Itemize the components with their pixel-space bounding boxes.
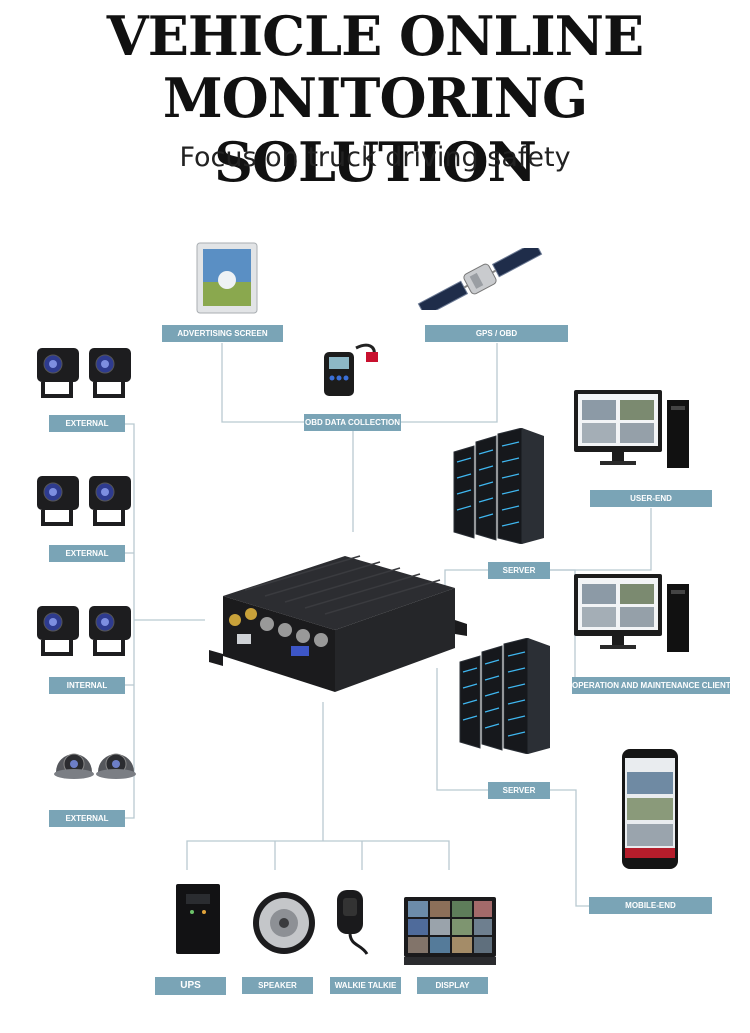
label-gps-obd: GPS / OBD — [425, 325, 568, 342]
label-obd-data-collection: OBD DATA COLLECTION — [304, 414, 401, 431]
smartphone-icon — [622, 749, 678, 869]
speaker-icon — [253, 892, 315, 954]
label-external-3: EXTERNAL — [49, 810, 125, 827]
dome-camera-icon — [54, 753, 136, 779]
label-ups: UPS — [155, 977, 226, 995]
walkie-talkie-icon — [337, 890, 369, 955]
external-camera-icon — [37, 476, 131, 526]
advertising-screen-icon — [196, 242, 258, 314]
label-user-end: USER-END — [590, 490, 712, 507]
page-subtitle: Focus on truck driving safety — [179, 142, 571, 173]
label-walkie-talkie: WALKIE TALKIE — [330, 977, 401, 994]
obd-scanner-icon — [324, 343, 378, 396]
label-advertising-screen: ADVERTISING SCREEN — [162, 325, 283, 342]
label-server-2: SERVER — [488, 782, 550, 799]
label-internal: INTERNAL — [49, 677, 125, 694]
external-camera-icon — [37, 348, 131, 398]
label-mobile-end: MOBILE-END — [589, 897, 712, 914]
label-external-2: EXTERNAL — [49, 545, 125, 562]
mobile-dvr-icon — [209, 555, 467, 692]
server-rack-icon — [459, 638, 550, 754]
page-title-line2: MONITORING SOLUTION — [162, 66, 588, 194]
label-display: DISPLAY — [417, 977, 488, 994]
page-title-line1: VEHICLE ONLINE — [106, 4, 644, 68]
label-speaker: SPEAKER — [242, 977, 313, 994]
desktop-computer-icon — [574, 574, 689, 652]
internal-camera-icon — [37, 606, 131, 656]
label-operation-client: OPERATION AND MAINTENANCE CLIENT — [572, 677, 731, 694]
label-external-1: EXTERNAL — [49, 415, 125, 432]
satellite-icon — [417, 248, 543, 310]
desktop-computer-icon — [574, 390, 689, 468]
ups-icon — [176, 884, 220, 954]
label-server-1: SERVER — [488, 562, 550, 579]
display-monitor-icon — [404, 897, 496, 965]
server-rack-icon — [453, 428, 544, 544]
